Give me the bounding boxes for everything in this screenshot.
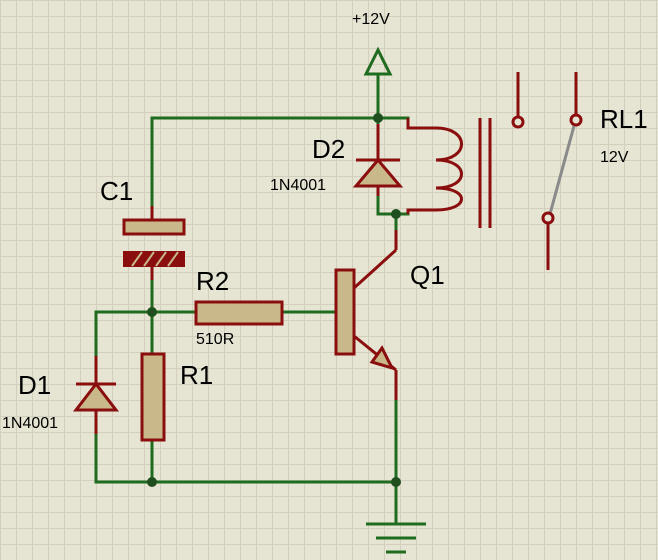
rl1-label: RL1: [600, 104, 648, 134]
r1-body: [140, 352, 166, 442]
junction-collector: [391, 209, 401, 219]
rl1-value: 12V: [600, 149, 629, 166]
q1-label: Q1: [410, 260, 445, 290]
relay-rl1[interactable]: RL1 12V: [406, 72, 648, 270]
r2-body: [194, 300, 284, 326]
junction-base-divider: [147, 307, 157, 317]
diode-d1[interactable]: D1 1N4001: [2, 356, 120, 434]
q1-collector-lead: [352, 248, 398, 290]
relay-no-contact: [569, 113, 583, 127]
diode-d2[interactable]: D2 1N4001: [270, 124, 404, 196]
wire-top-rail: [150, 116, 380, 220]
r2-value: 510R: [196, 331, 234, 348]
junction-top: [373, 113, 383, 123]
relay-coil-leads: [406, 118, 436, 214]
relay-coil-icon: [435, 126, 463, 212]
q1-base-bar: [334, 268, 356, 356]
c1-plate-top: [122, 218, 186, 236]
wires: [94, 74, 410, 524]
wire-d1-bottom: [94, 430, 154, 484]
r1-label: R1: [180, 360, 213, 390]
d2-label: D2: [312, 134, 345, 164]
relay-common-contact: [541, 211, 555, 225]
relay-switch-arm: [548, 125, 576, 215]
ground-symbol: [366, 522, 426, 554]
d2-triangle-icon: [352, 157, 404, 188]
capacitor-c1[interactable]: C1: [100, 176, 186, 280]
r2-label: R2: [196, 266, 229, 296]
resistor-r1[interactable]: R1: [140, 352, 213, 442]
resistor-r2[interactable]: R2 510R: [194, 266, 284, 348]
junction-ground-left: [147, 477, 157, 487]
relay-nc-contact: [511, 115, 525, 129]
wire-d1-top: [94, 310, 154, 360]
q1-emitter-arrow-icon: [369, 345, 395, 371]
junctions: [147, 113, 401, 487]
d1-triangle-icon: [72, 381, 120, 412]
c1-hatch: [131, 251, 179, 267]
supply-terminal: +12V: [352, 11, 393, 76]
junction-ground-right: [391, 477, 401, 487]
d1-value: 1N4001: [2, 415, 58, 432]
d1-label: D1: [18, 370, 51, 400]
c1-label: C1: [100, 176, 133, 206]
supply-arrow-icon: [363, 46, 393, 76]
supply-label: +12V: [352, 11, 390, 28]
transistor-q1[interactable]: Q1: [334, 230, 445, 400]
d2-value: 1N4001: [270, 177, 326, 194]
